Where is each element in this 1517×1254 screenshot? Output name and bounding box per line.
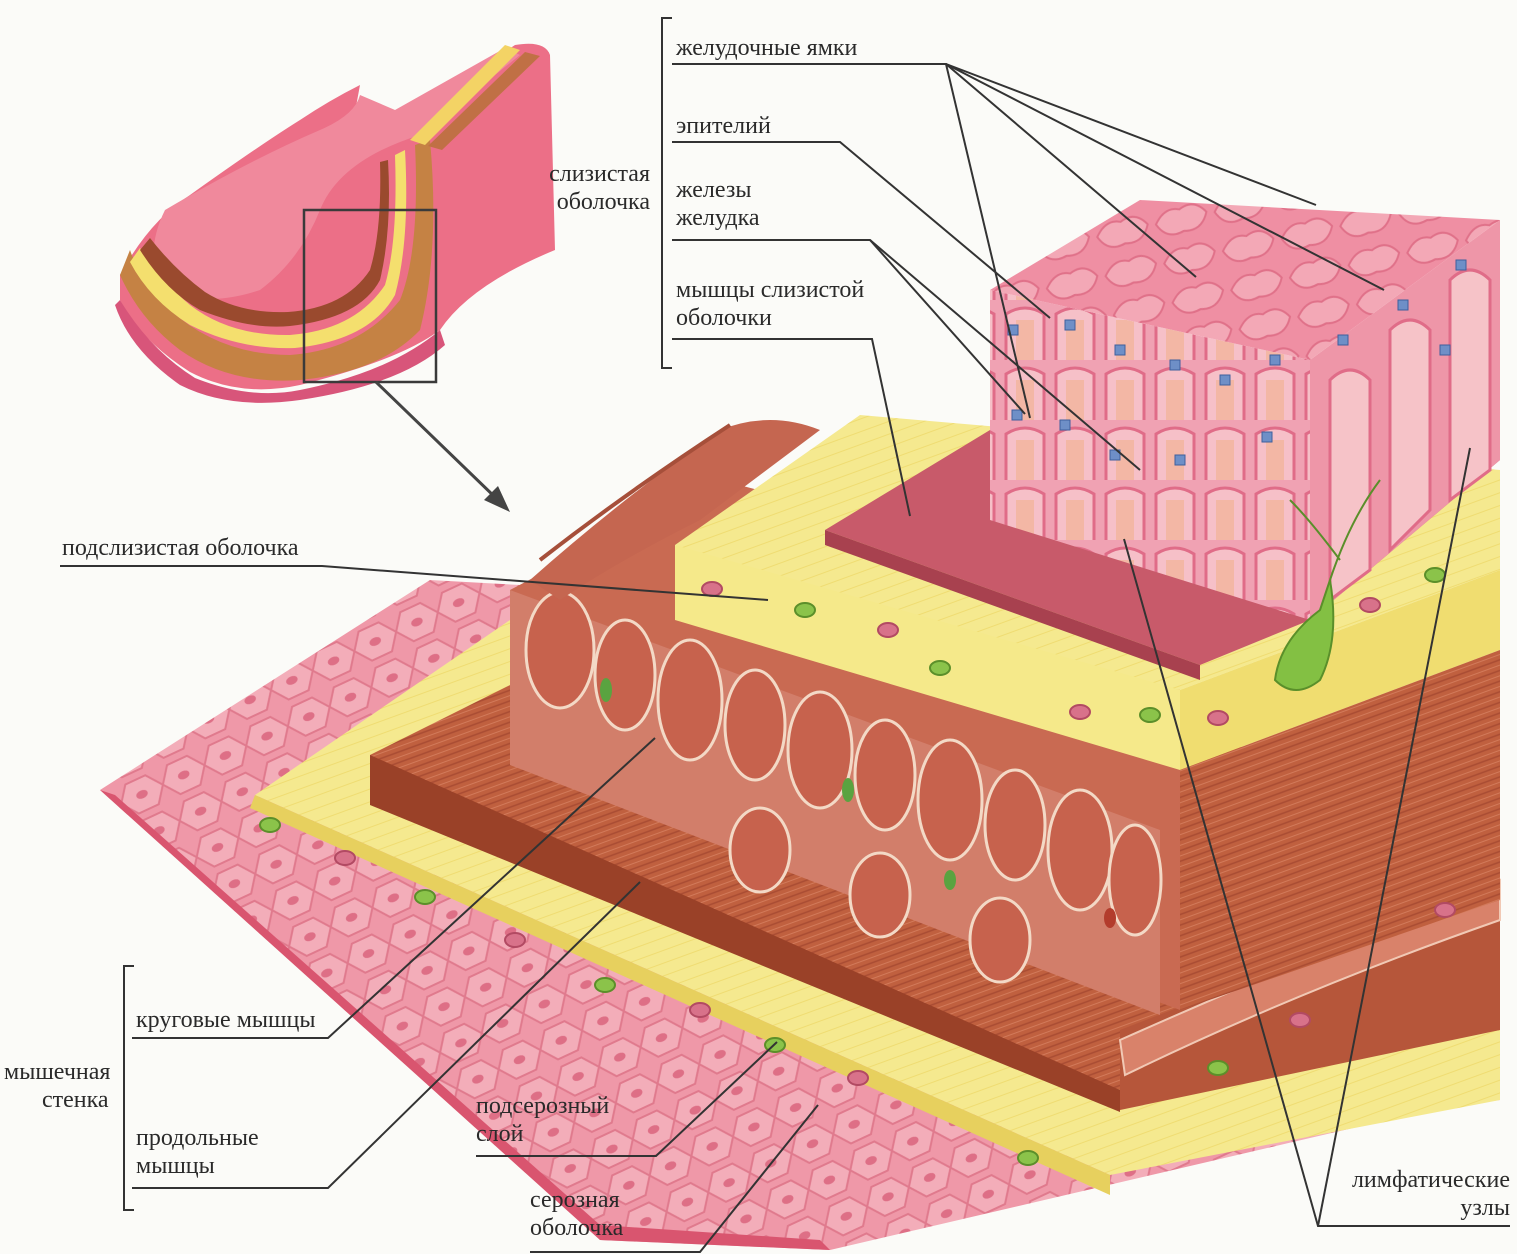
label-serosa-line2: оболочка [530,1214,623,1242]
label-serosa: серозная оболочка [530,1186,623,1242]
label-submucosa: подслизистая оболочка [62,534,299,562]
label-muscularis-mucosae-line2: оболочки [676,304,864,332]
label-serosa-line1: серозная [530,1186,623,1214]
label-gastric-glands-line2: желудка [676,204,760,232]
inset-stomach-wall [115,44,555,403]
label-mucosa-line1: слизистая [540,160,650,188]
label-mucosa-line2: оболочка [540,188,650,216]
mucosa-bracket [662,18,672,368]
label-lymph-nodes: лимфатические узлы [1340,1166,1510,1222]
label-longitudinal-muscles: продольные мышцы [136,1124,259,1180]
label-muscularis-mucosae: мышцы слизистой оболочки [676,276,864,332]
label-circular-muscles: круговые мышцы [136,1006,315,1034]
label-gastric-glands-line1: железы [676,176,760,204]
label-subserous-layer: подсерозный слой [476,1092,609,1148]
label-gastric-glands: железы желудка [676,176,760,232]
label-muscular-wall-line2: стенка [4,1086,110,1114]
label-muscular-wall-line1: мышечная [4,1058,110,1086]
zoom-arrow [376,382,510,512]
label-lymph-nodes-line2: узлы [1340,1194,1510,1222]
label-subserous-layer-line2: слой [476,1120,609,1148]
label-muscularis-mucosae-line1: мышцы слизистой [676,276,864,304]
label-muscular-wall: мышечная стенка [4,1058,110,1114]
label-gastric-pits: желудочные ямки [676,34,857,62]
label-epithelium: эпителий [676,112,771,140]
label-mucosa: слизистая оболочка [540,160,650,216]
label-lymph-nodes-line1: лимфатические [1340,1166,1510,1194]
label-subserous-layer-line1: подсерозный [476,1092,609,1120]
label-longitudinal-muscles-line2: мышцы [136,1152,259,1180]
muscular-wall-bracket [124,966,134,1210]
label-longitudinal-muscles-line1: продольные [136,1124,259,1152]
